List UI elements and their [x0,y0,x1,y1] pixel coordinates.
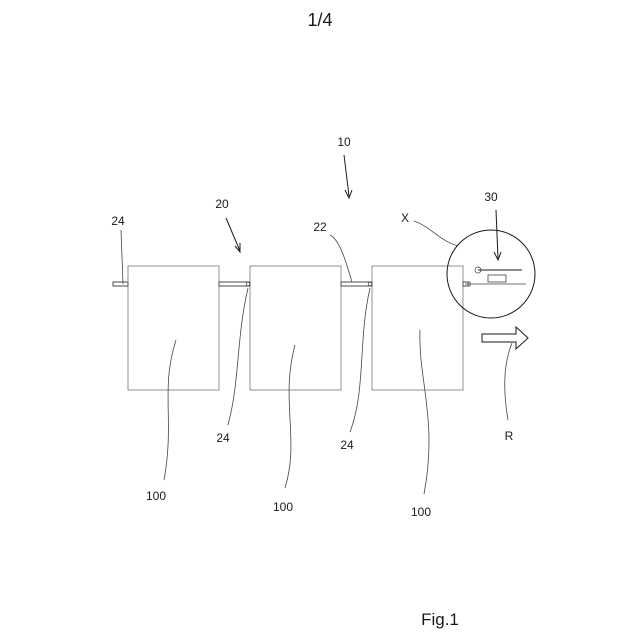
chain-leader: 20 [215,197,240,252]
container-1 [128,266,219,390]
direction-arrow: R [482,327,528,443]
label-container-1: 100 [146,489,166,503]
label-detail: 30 [484,190,498,204]
label-detail-marker: X [401,211,409,225]
assembly-leader: 10 [337,135,352,198]
label-direction: R [505,429,514,443]
label-24-left-group: 24 [111,214,125,284]
label-container-2: 100 [273,500,293,514]
label-link-mid1: 24 [216,431,230,445]
figure-caption: Fig.1 [421,610,459,629]
label-link-left: 24 [111,214,125,228]
sheet-number: 1/4 [307,10,332,30]
label-connector: 22 [313,220,327,234]
leader-24-mid2: 24 [340,288,370,452]
label-chain: 20 [215,197,229,211]
leader-24-mid1: 24 [216,288,248,445]
container-3 [372,266,463,390]
label-assembly: 10 [337,135,351,149]
label-container-3: 100 [411,505,431,519]
label-link-mid2: 24 [340,438,354,452]
container-2 [250,266,341,390]
